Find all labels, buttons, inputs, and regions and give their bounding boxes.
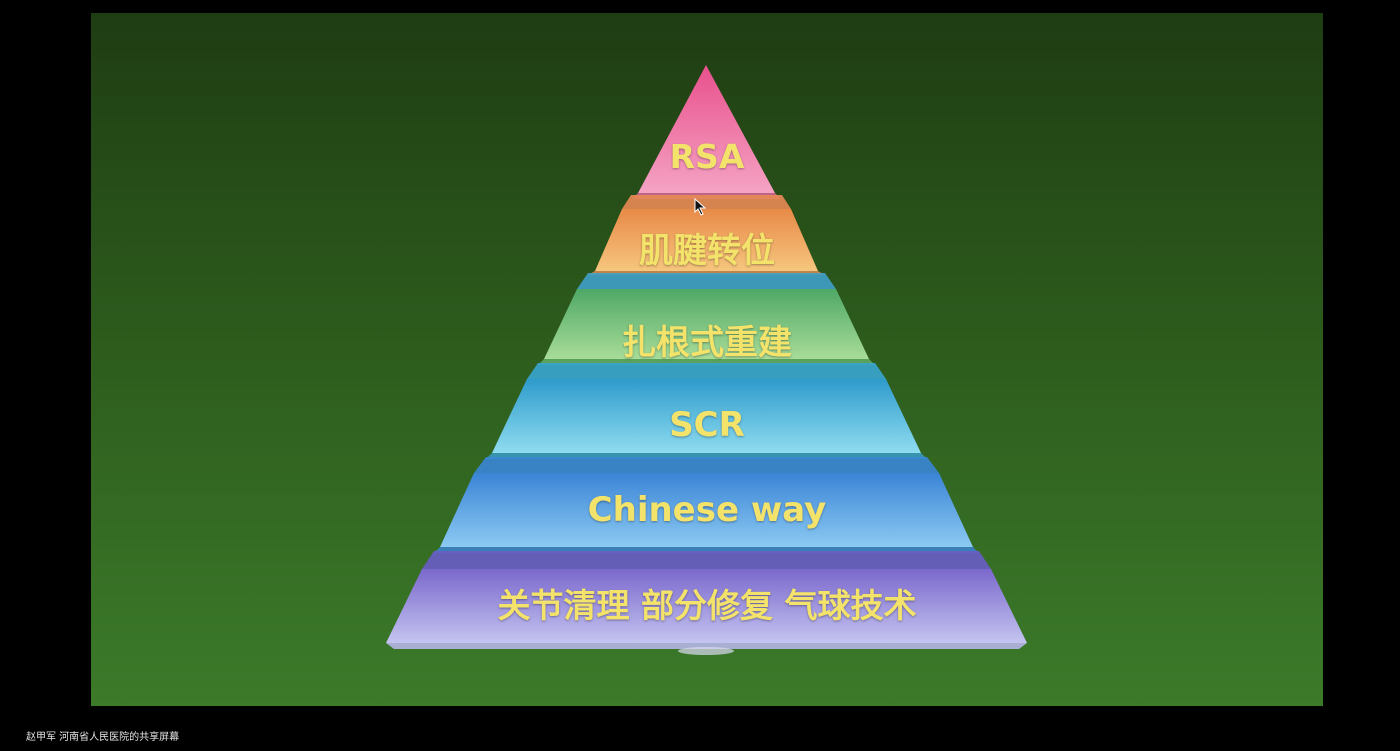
pyramid-layer-rsa [632, 65, 781, 199]
pyramid-label-rooted-reconstruction: 扎根式重建 [622, 323, 792, 363]
pyramid-layer-chinese-way [434, 457, 979, 553]
pyramid-label-tendon-transfer: 肌腱转位 [639, 231, 775, 271]
screen-share-caption: 赵甲军 河南省人民医院的共享屏幕 [26, 732, 180, 743]
mouse-pointer-icon [694, 198, 706, 216]
pyramid-label-chinese-way: Chinese way [587, 490, 827, 530]
presentation-slide: RSA 肌腱转位 扎根式重建 SCR Chinese way 关节清理 部分修复… [91, 13, 1323, 706]
pyramid-label-base: 关节清理 部分修复 气球技术 [497, 586, 917, 625]
pyramid-label-rsa: RSA [669, 137, 745, 176]
pyramid-diagram [386, 65, 1027, 655]
pyramid-layer-base [386, 551, 1027, 655]
pyramid-label-scr: SCR [669, 405, 745, 445]
